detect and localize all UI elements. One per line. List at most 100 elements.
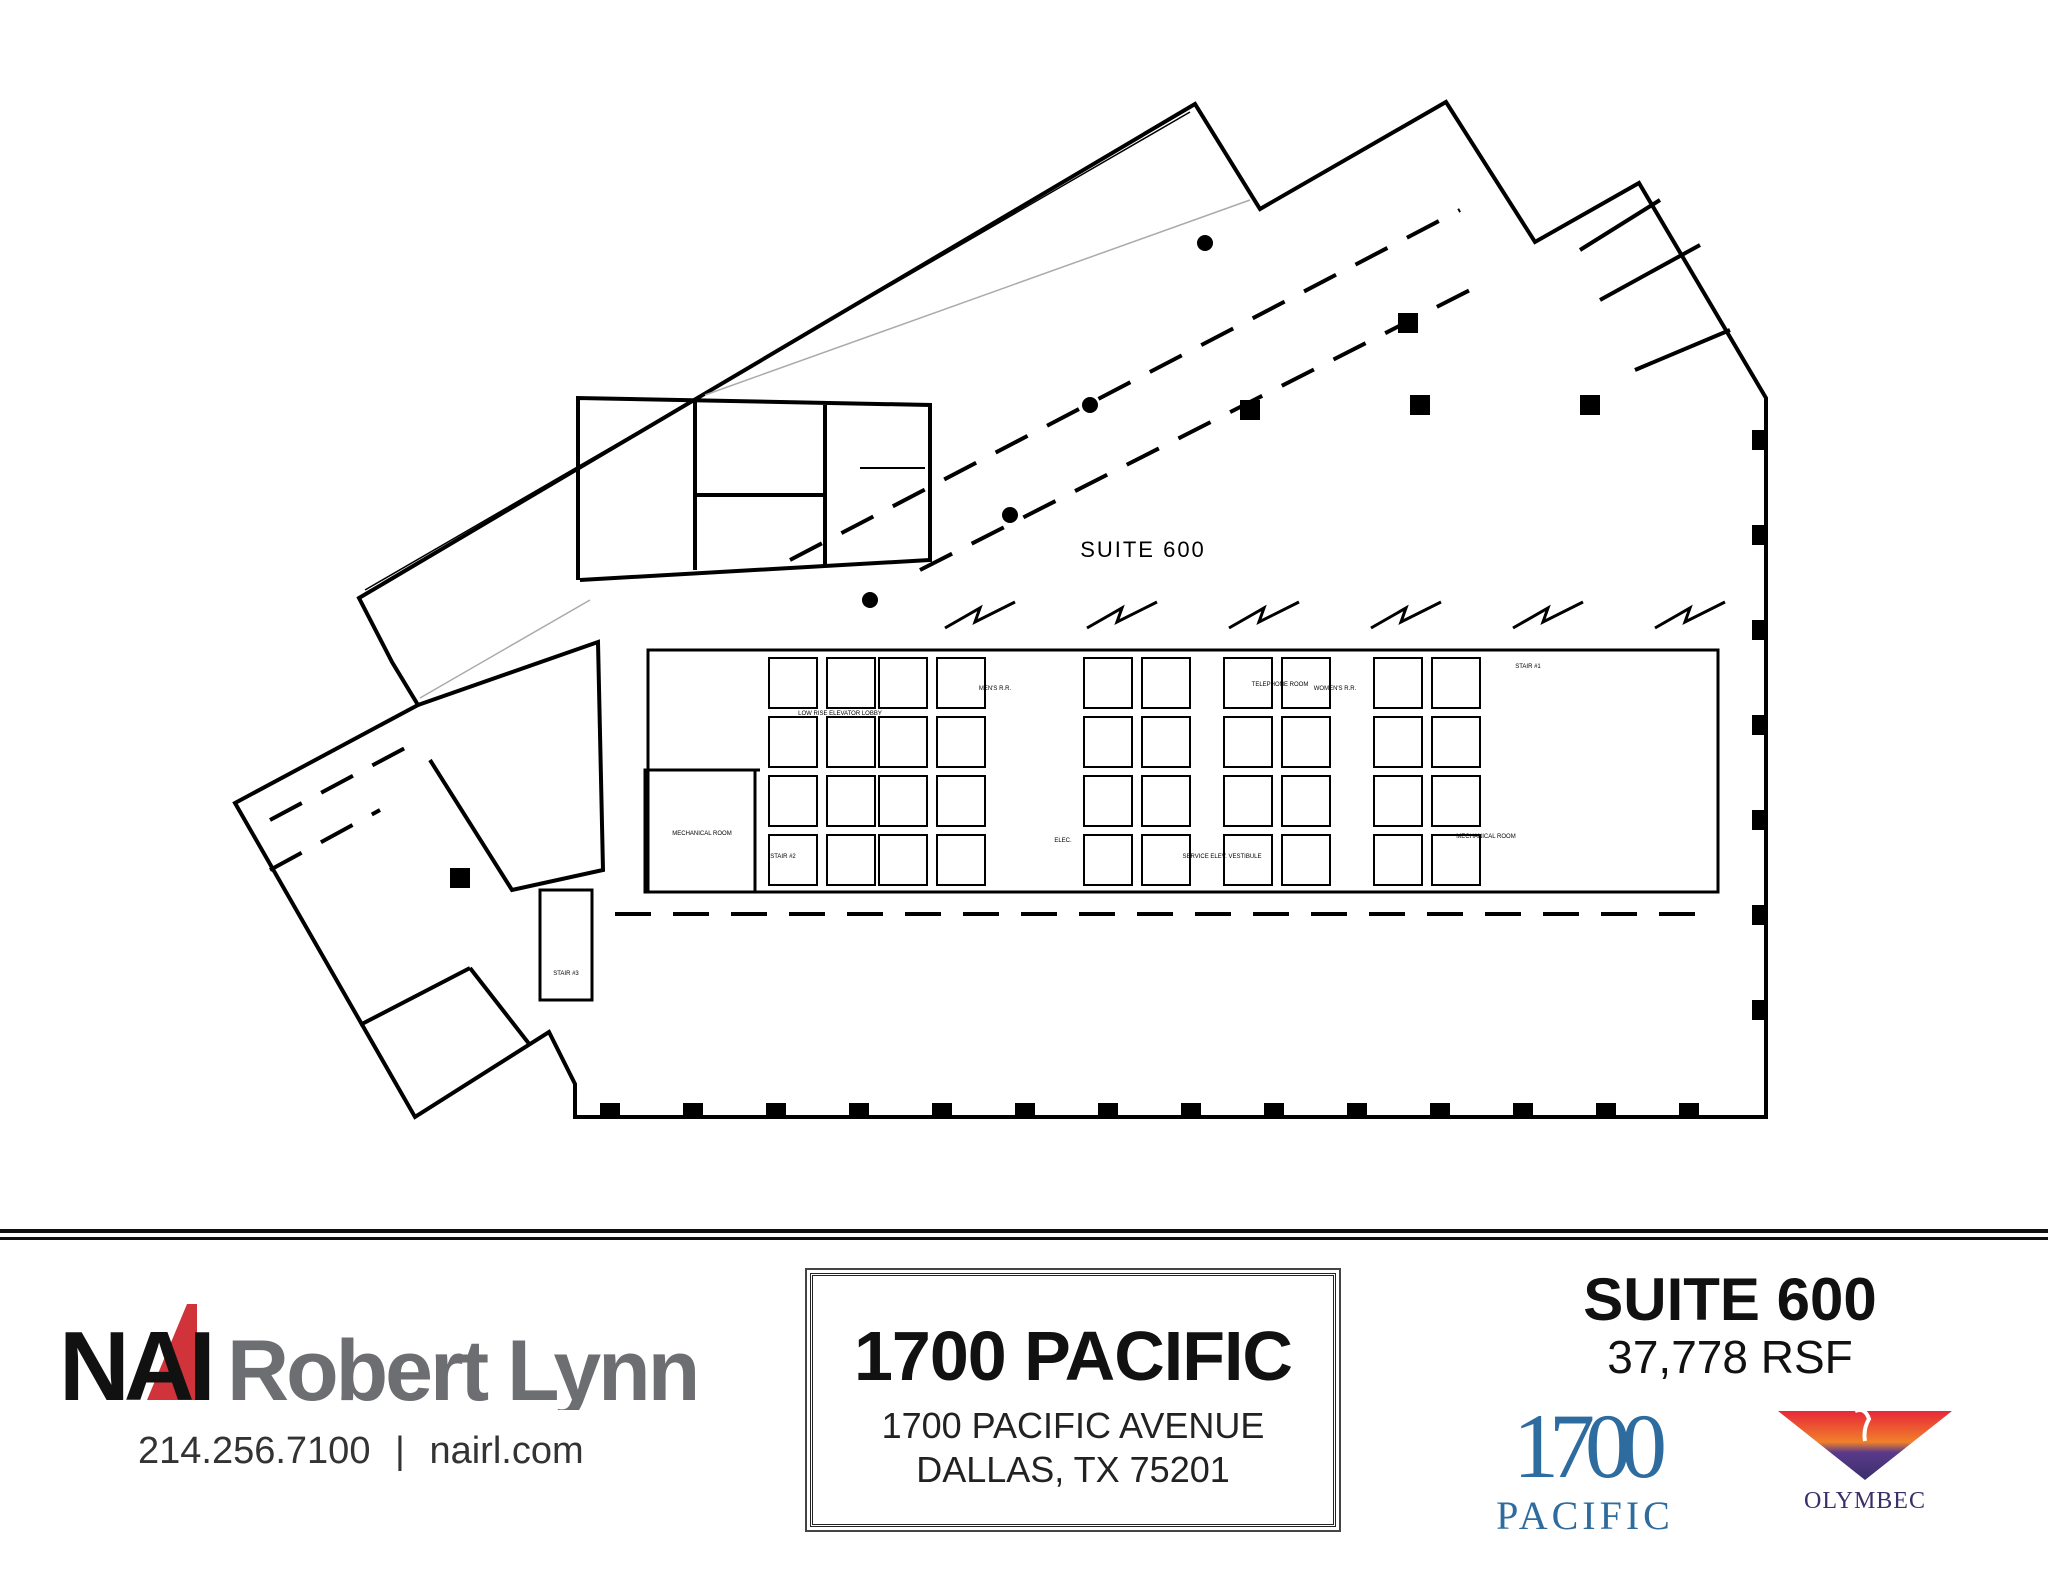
column — [849, 1103, 869, 1117]
1700-pacific-logo: 1700 PACIFIC — [1495, 1400, 1675, 1539]
building-core — [643, 648, 1720, 894]
column — [1430, 1103, 1450, 1117]
address-line-1: 1700 PACIFIC AVENUE — [881, 1405, 1265, 1446]
column — [1347, 1103, 1367, 1117]
suite-name: SUITE 600 — [1583, 1266, 1877, 1333]
column — [1596, 1103, 1616, 1117]
floor-plan: SUITE 600 LOW RISE ELEVATOR LOBBY MEN'S … — [232, 99, 1768, 1120]
room-low-rise-lobby: LOW RISE ELEVATOR LOBBY — [798, 711, 882, 717]
room-stair-3: STAIR #3 — [553, 971, 579, 977]
column — [1410, 395, 1430, 415]
contact-line: 214.256.7100 | nairl.com — [138, 1430, 584, 1473]
building-outline — [232, 99, 1768, 1120]
elevator-cell — [1223, 716, 1273, 768]
elevator-cell — [1281, 775, 1331, 827]
elevator-cell — [768, 834, 818, 886]
column — [766, 1103, 786, 1117]
elevator-cell — [936, 657, 986, 709]
column — [932, 1103, 952, 1117]
elevator-cell — [1083, 716, 1133, 768]
zigzag-lines — [944, 600, 1726, 630]
column — [1752, 525, 1766, 545]
column — [600, 1103, 620, 1117]
break-line — [1654, 600, 1726, 630]
room-mens-rr: MEN'S R.R. — [979, 686, 1011, 692]
column — [1002, 507, 1018, 523]
room-service-vestibule: SERVICE ELEV. VESTIBULE — [1182, 854, 1261, 860]
elevator-cell — [936, 834, 986, 886]
break-line — [944, 600, 1016, 630]
elevator-cell — [878, 775, 928, 827]
logo-word: PACIFIC — [1496, 1493, 1674, 1538]
elevator-cell — [1431, 657, 1481, 709]
column — [1264, 1103, 1284, 1117]
break-line — [1228, 600, 1300, 630]
room-telephone: TELEPHONE ROOM — [1252, 682, 1309, 688]
olymbec-emblem-icon — [1778, 1408, 1952, 1480]
structural-columns — [450, 235, 1766, 1117]
elevator-cell — [878, 834, 928, 886]
elevator-cell — [1141, 657, 1191, 709]
room-mechanical-1: MECHANICAL ROOM — [672, 831, 731, 837]
dashed-lines — [269, 208, 1700, 916]
elevator-cell — [1431, 775, 1481, 827]
column — [1752, 430, 1766, 450]
elevator-cell — [1141, 834, 1191, 886]
column — [1752, 810, 1766, 830]
elevator-cell — [1281, 716, 1331, 768]
elevator-cell — [1373, 657, 1423, 709]
elevator-cell — [936, 775, 986, 827]
elevator-cell — [1373, 716, 1423, 768]
break-line — [1512, 600, 1584, 630]
separator: | — [395, 1430, 405, 1472]
elevator-cell — [826, 834, 876, 886]
column — [1240, 400, 1260, 420]
olymbec-logo: OLYMBEC — [1775, 1408, 1955, 1515]
elevator-cell — [1141, 716, 1191, 768]
column — [1752, 905, 1766, 925]
elevator-cell — [1373, 834, 1423, 886]
elevator-cell — [1431, 834, 1481, 886]
elevator-cell — [768, 716, 818, 768]
column — [1752, 1000, 1766, 1020]
column — [1015, 1103, 1035, 1117]
elevator-cell — [878, 716, 928, 768]
phone-number[interactable]: 214.256.7100 — [138, 1430, 371, 1472]
column — [1752, 620, 1766, 640]
room-womens-rr: WOMEN'S R.R. — [1314, 686, 1357, 692]
elevator-cell — [1083, 834, 1133, 886]
elevator-cell — [1431, 716, 1481, 768]
nai-robert-lynn-logo: NAI Robert Lynn — [59, 1300, 700, 1421]
room-elec: ELEC. — [1054, 838, 1072, 844]
elevator-cell — [936, 716, 986, 768]
column — [683, 1103, 703, 1117]
room-stair-2: STAIR #2 — [770, 854, 796, 860]
room-mechanical-2: MECHANICAL ROOM — [1456, 834, 1515, 840]
suite-label: SUITE 600 — [1080, 537, 1206, 562]
suite-area: 37,778 RSF — [1607, 1331, 1853, 1383]
nai-red-accent — [147, 1304, 197, 1400]
elevator-cell — [1223, 834, 1273, 886]
elevator-cell — [768, 657, 818, 709]
break-line — [1370, 600, 1442, 630]
nai-letters: NAI — [59, 1311, 210, 1410]
column — [1580, 395, 1600, 415]
elevator-cell — [768, 775, 818, 827]
column — [1197, 235, 1213, 251]
elevator-cell — [1223, 775, 1273, 827]
elevator-cell — [1141, 775, 1191, 827]
elevator-cell — [826, 775, 876, 827]
elevator-cell — [1373, 775, 1423, 827]
break-line — [1086, 600, 1158, 630]
elevator-cell — [826, 716, 876, 768]
elevator-cell — [1083, 657, 1133, 709]
room-stair-1: STAIR #1 — [1515, 664, 1541, 670]
footer-rule-bottom — [0, 1237, 2048, 1240]
logo-number: 1700 — [1513, 1395, 1667, 1497]
elevator-cell — [1281, 834, 1331, 886]
elevator-cells — [768, 657, 1481, 886]
robert-lynn-text: Robert Lynn — [227, 1323, 697, 1410]
column — [862, 592, 878, 608]
website-link[interactable]: nairl.com — [429, 1430, 584, 1472]
column — [1098, 1103, 1118, 1117]
